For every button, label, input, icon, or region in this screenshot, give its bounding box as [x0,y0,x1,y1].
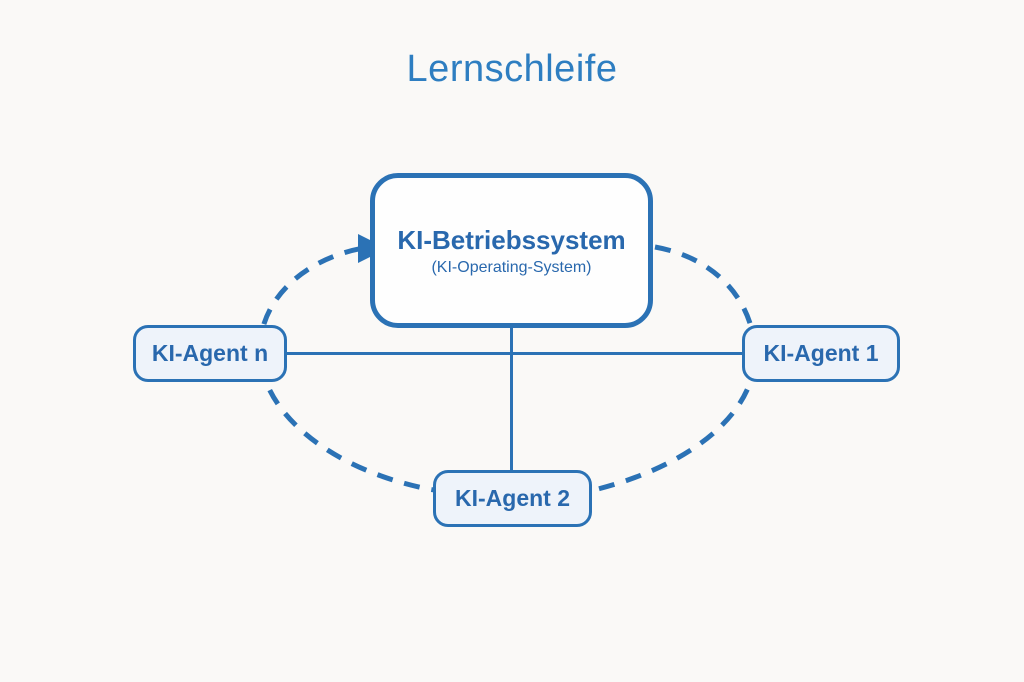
node-ki-betriebssystem: KI-Betriebssystem (KI-Operating-System) [370,173,653,328]
node-ki-agent-n: KI-Agent n [133,325,287,382]
node-ki-agent-n-label: KI-Agent n [151,340,269,366]
node-ki-agent-1-label: KI-Agent 1 [763,340,879,366]
node-ki-agent-1: KI-Agent 1 [742,325,900,382]
node-ki-agent-2: KI-Agent 2 [433,470,592,527]
node-ki-betriebssystem-label: KI-Betriebssystem [397,224,626,255]
node-ki-agent-2-label: KI-Agent 2 [455,485,570,511]
node-ki-betriebssystem-sublabel: (KI-Operating-System) [431,258,592,276]
page-title: Lernschleife [406,48,618,90]
